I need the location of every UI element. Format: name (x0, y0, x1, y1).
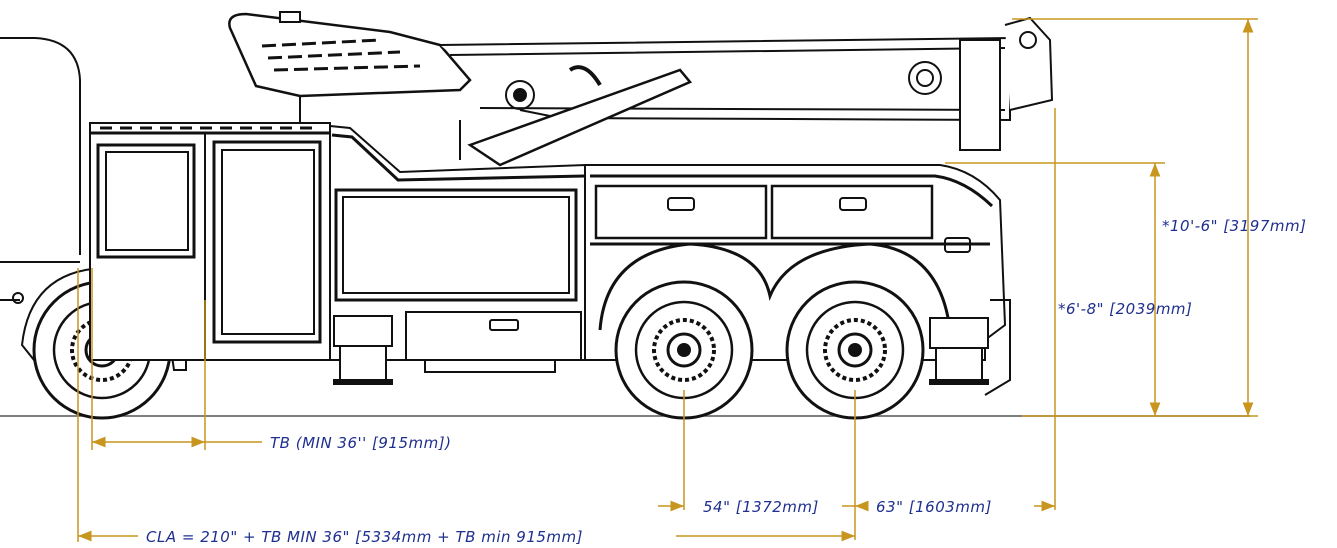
rear-overhang-label: 63" [1603mm] (876, 498, 992, 516)
cla-label: CLA = 210" + TB MIN 36" [5334mm + TB min… (146, 528, 583, 546)
body-height-label: *6'-8" [2039mm] (1058, 300, 1192, 318)
rear-wheel-1 (614, 280, 754, 420)
overall-height-label: *10'-6" [3197mm] (1162, 217, 1306, 235)
boom-assembly (228, 11, 1054, 167)
tandem-spacing-label: 54" [1372mm] (703, 498, 819, 516)
stabilizer-leg-rear (929, 299, 1011, 396)
rear-wheel-2 (785, 280, 925, 420)
front-body-module (89, 122, 331, 361)
cab-outline (0, 37, 81, 304)
stabilizer-leg-front (333, 315, 393, 385)
dimension-lines (77, 18, 1258, 542)
tb-label: TB (MIN 36'' [915mm]) (270, 434, 451, 452)
